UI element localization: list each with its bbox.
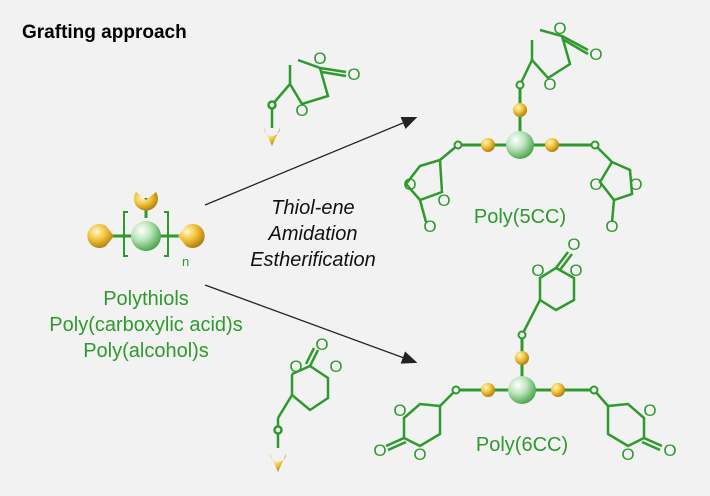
gold-node (513, 103, 527, 117)
oxygen-atom: O (329, 357, 342, 376)
oxygen-atom: O (589, 45, 602, 64)
product-5cc (404, 28, 634, 223)
core-sphere (131, 221, 161, 251)
oxygen-atom: O (629, 175, 642, 194)
gold-node (545, 138, 559, 152)
oxygen-atom: O (315, 335, 328, 354)
gold-node (551, 383, 565, 397)
linker-gold-icon (264, 128, 280, 146)
polymer-core (87, 192, 205, 257)
oxygen-atom: O (413, 445, 426, 464)
reagent-6cc (273, 347, 330, 448)
core-label-polythiols: Polythiols (103, 288, 189, 310)
oxygen-atom: O (543, 75, 556, 94)
linker-gold-icon (270, 454, 286, 472)
oxygen-atom: O (393, 401, 406, 420)
oxygen-atom: O (313, 49, 326, 68)
core-label-alcohol: Poly(alcohol)s (83, 340, 209, 362)
thiol-group-icon (87, 224, 114, 249)
repeat-unit-subscript: n (182, 254, 190, 269)
gold-node (481, 383, 495, 397)
reaction-estherification: Estherification (250, 249, 376, 271)
oxygen-atom: O (423, 217, 436, 236)
core-sphere (506, 131, 534, 159)
product-label-6cc: Poly(6CC) (475, 434, 569, 456)
gold-node (515, 351, 529, 365)
oxygen-atom: O (643, 401, 656, 420)
oxygen-atom: O (289, 357, 302, 376)
reaction-arrow-bottom (204, 284, 418, 364)
thiol-group-icon (178, 224, 205, 249)
oxygen-atom: O (347, 65, 360, 84)
oxygen-atom: O (589, 175, 602, 194)
oxygen-atom: O (663, 441, 676, 460)
oxygen-atom: O (605, 217, 618, 236)
product-label-5cc: Poly(5CC) (473, 206, 567, 228)
oxygen-atom: O (373, 441, 386, 460)
oxygen-atom: O (437, 191, 450, 210)
reagent-5cc (267, 58, 347, 128)
oxygen-atom: O (569, 261, 582, 280)
oxygen-atom: O (295, 101, 308, 120)
oxygen-atom: O (567, 235, 580, 254)
oxygen-atom: O (621, 445, 634, 464)
product-6cc (385, 251, 663, 452)
reaction-amidation: Amidation (268, 223, 358, 245)
thiol-group-icon (134, 192, 158, 211)
reaction-thiol-ene: Thiol-ene (271, 197, 355, 219)
gold-node (481, 138, 495, 152)
core-sphere (508, 376, 536, 404)
core-label-carboxylic: Poly(carboxylic acid)s (49, 314, 243, 336)
oxygen-atom: O (403, 175, 416, 194)
oxygen-atom: O (531, 261, 544, 280)
oxygen-atom: O (553, 19, 566, 38)
reaction-arrow-top (204, 116, 418, 206)
figure-title: Grafting approach (22, 22, 187, 43)
